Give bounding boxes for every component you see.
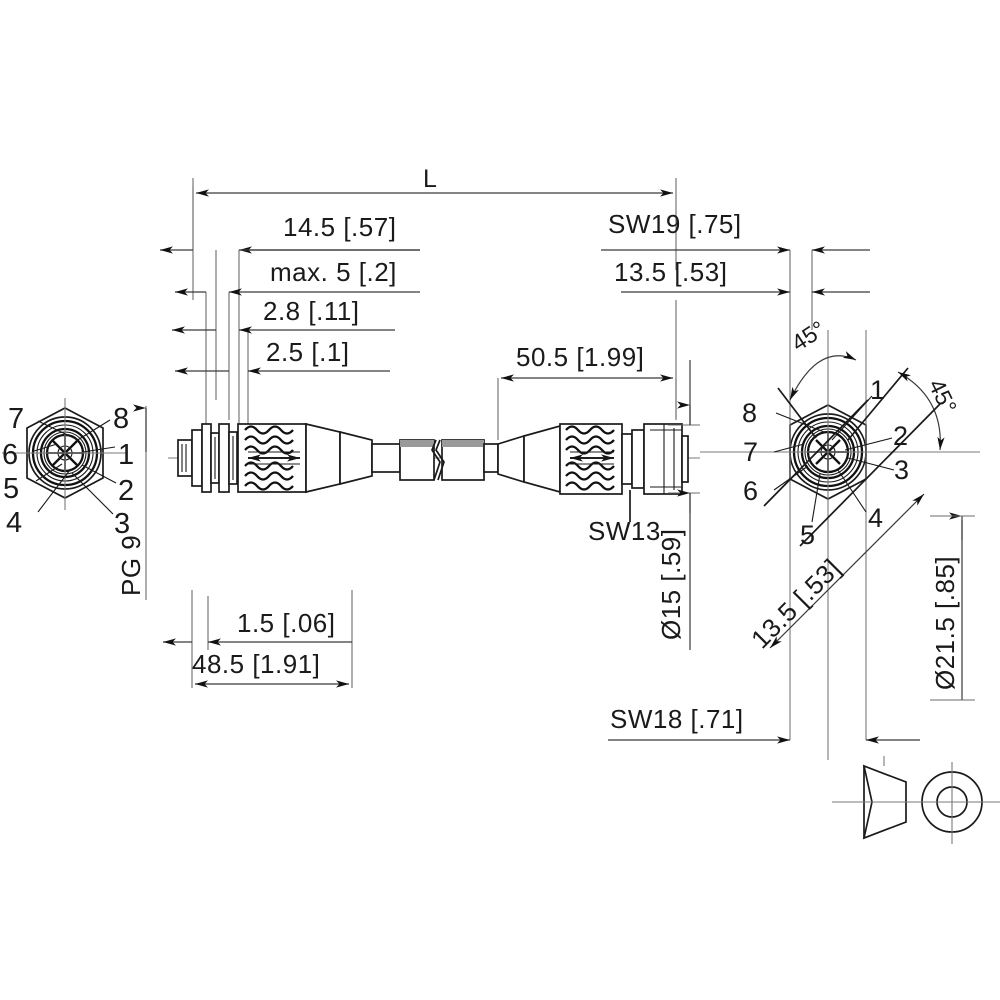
dim-sw18: SW18 [.71] (608, 704, 920, 744)
cable-assembly-side-view (168, 422, 700, 495)
angle-label-left: 45° (787, 315, 830, 356)
grip-ribs-right (565, 425, 615, 491)
dim-dia21-5: Ø21.5 [.85] (930, 512, 975, 701)
dim-label-dia15: Ø15 [.59] (656, 529, 686, 640)
left-pin-5: 5 (3, 473, 19, 505)
dim-label-sw13: SW13 (588, 516, 661, 546)
right-pin-4: 4 (868, 503, 883, 533)
right-pin-5: 5 (800, 520, 815, 550)
left-connector-face-view (2, 398, 128, 515)
dim-2-8: 2.8 [.11] (172, 296, 395, 334)
right-pin-leaders (773, 395, 895, 523)
dim-label-48-5: 48.5 [1.91] (192, 649, 320, 679)
dim-label-13-5-diagonal: 13.5 [.53] (745, 553, 846, 654)
dim-13-5-top: 13.5 [.53] (614, 257, 870, 420)
left-pin-leaders (33, 419, 117, 515)
dim-label-sw19: SW19 [.75] (608, 209, 742, 239)
dim-sw13-group: SW13 (588, 490, 661, 546)
dim-dia15: Ø15 [.59] (656, 360, 700, 650)
right-pin-numbers: 8 7 6 5 4 1 2 3 (742, 375, 909, 550)
dim-max-5: max. 5 [.2] (175, 257, 420, 296)
dim-label-max-5: max. 5 [.2] (270, 257, 397, 287)
dim-overall-length: L (192, 165, 677, 270)
dim-label-L: L (423, 165, 437, 193)
seal-gland-detail (832, 756, 1000, 844)
right-pin-1: 1 (870, 375, 885, 405)
extension-lines-left (192, 186, 249, 430)
left-pin-6: 6 (2, 439, 18, 471)
right-pin-7: 7 (743, 437, 758, 467)
pg9-label-group: PG 9 (116, 404, 147, 600)
dim-2-5: 2.5 [.1] (175, 337, 390, 375)
dim-label-1-5: 1.5 [.06] (237, 608, 335, 638)
dim-label-dia21-5: Ø21.5 [.85] (930, 556, 960, 690)
dim-sw19: SW19 [.75] (601, 209, 870, 420)
dim-1-5: 1.5 [.06] (163, 590, 353, 688)
dim-label-2-5: 2.5 [.1] (266, 337, 350, 367)
left-pin-4: 4 (6, 507, 22, 539)
grip-ribs (244, 425, 294, 491)
dim-label-14-5: 14.5 [.57] (283, 212, 396, 242)
left-pin-7: 7 (8, 403, 24, 435)
dim-label-2-8: 2.8 [.11] (263, 296, 360, 326)
right-pin-8: 8 (742, 398, 757, 428)
dim-label-pg9: PG 9 (116, 535, 146, 596)
angle-label-right: 45° (924, 375, 963, 418)
dim-label-13-5-top: 13.5 [.53] (614, 257, 727, 287)
right-pin-2: 2 (893, 421, 908, 451)
left-pin-numbers: 7 6 5 4 8 1 2 3 (2, 403, 134, 540)
dim-label-sw18: SW18 [.71] (610, 704, 744, 734)
left-pin-2: 2 (118, 475, 134, 507)
right-pin-3: 3 (894, 455, 909, 485)
dim-48-5: 48.5 [1.91] (192, 649, 349, 688)
left-pin-1: 1 (118, 439, 134, 471)
dim-label-50-5: 50.5 [1.99] (516, 342, 644, 372)
left-pin-8: 8 (113, 403, 129, 435)
dim-14-5: 14.5 [.57] (160, 212, 420, 254)
left-pin-3: 3 (114, 508, 130, 540)
right-pin-6: 6 (743, 476, 758, 506)
